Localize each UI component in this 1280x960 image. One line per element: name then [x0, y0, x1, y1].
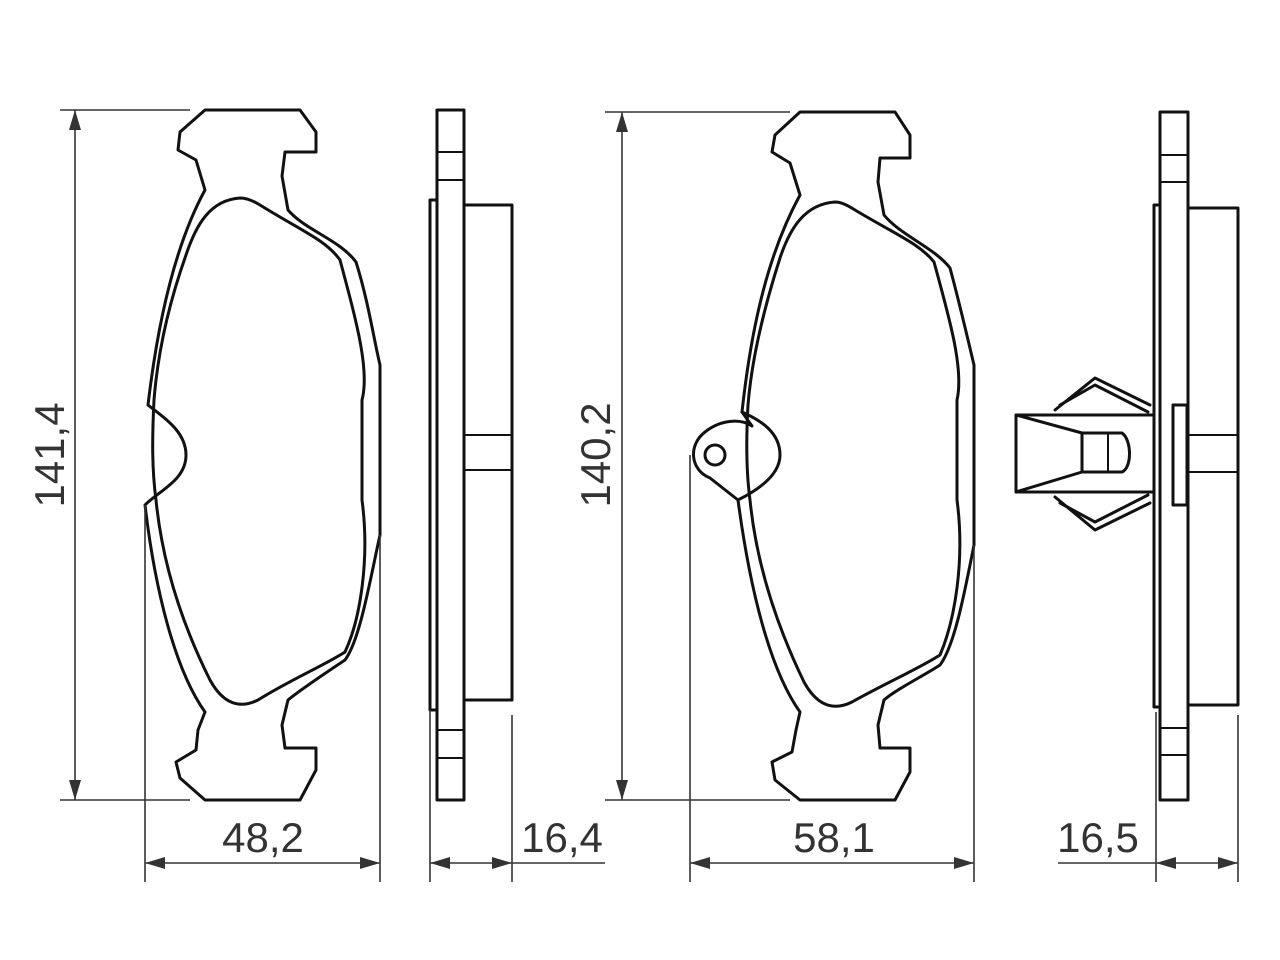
clip-base [1171, 403, 1189, 507]
left-side-friction-block [462, 203, 514, 702]
right-pad-mount-hole [703, 443, 727, 467]
left-pad-backing-plate [143, 108, 382, 802]
dimension-left-width [144, 505, 381, 882]
left-pad-thickness-label: 16,4 [521, 814, 603, 861]
left-side-backing-plate [435, 108, 466, 802]
left-pad-height-label: 141,4 [26, 402, 73, 507]
dimension-left-height [60, 109, 190, 801]
left-pad-front-view [143, 108, 382, 802]
left-pad-side-view [428, 108, 514, 802]
right-pad-width-label: 58,1 [793, 814, 875, 861]
right-side-friction-block [1186, 206, 1240, 707]
retaining-clip [1014, 376, 1156, 532]
right-pad-height-label: 140,2 [572, 402, 619, 507]
dimension-right-thickness [1058, 712, 1239, 882]
right-pad-backing-plate [692, 110, 976, 802]
right-pad-thickness-label: 16,5 [1057, 814, 1139, 861]
dimension-right-height [605, 111, 790, 801]
right-pad-ear-outer [736, 410, 782, 502]
right-pad-front-view [692, 110, 976, 802]
left-pad-width-label: 48,2 [222, 814, 304, 861]
dimension-right-width [689, 455, 975, 882]
right-pad-side-view [1014, 110, 1240, 802]
left-side-shim [428, 198, 439, 712]
dimension-left-thickness [429, 710, 605, 882]
right-pad-friction-material [745, 200, 962, 708]
left-pad-friction-material [151, 196, 367, 706]
